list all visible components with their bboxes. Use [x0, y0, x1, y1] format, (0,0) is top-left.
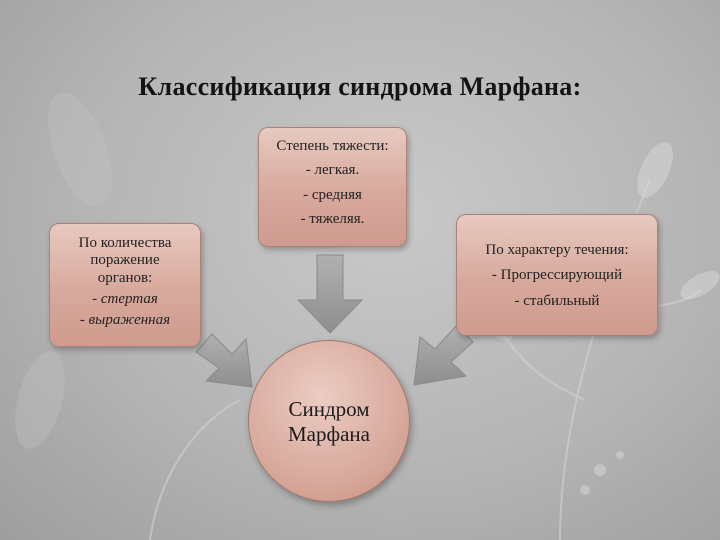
organs-heading-line: органов: — [97, 269, 153, 286]
center-label-line: Синдром — [288, 397, 370, 421]
arrow-right-to-center — [413, 324, 474, 386]
arrow-down — [296, 254, 364, 334]
course-box: По характеру течения: - Прогрессирующий … — [456, 214, 658, 336]
organs-box: По количества поражение органов: - стерт… — [49, 223, 201, 347]
center-circle: Синдром Марфана — [248, 340, 410, 502]
course-heading: По характеру течения: — [485, 242, 629, 258]
severity-item: - средняя — [303, 186, 362, 203]
page-title: Классификация синдрома Марфана: — [138, 72, 582, 101]
organs-item: - стертая — [92, 290, 158, 307]
organs-item: - выраженная — [79, 312, 171, 328]
organs-heading-line: поражение — [90, 252, 160, 269]
course-item: - Прогрессирующий — [491, 267, 623, 284]
severity-item: - тяжеляя. — [300, 210, 365, 227]
organs-heading-line: По количества — [78, 235, 172, 251]
severity-heading: Степень тяжести: — [276, 138, 389, 154]
severity-box: Степень тяжести: - легкая. - средняя - т… — [258, 127, 407, 247]
severity-item: - легкая. — [305, 162, 360, 179]
course-item: - стабильный — [514, 292, 600, 309]
center-label-line: Марфана — [288, 422, 370, 447]
arrow-left-to-center — [195, 333, 253, 388]
